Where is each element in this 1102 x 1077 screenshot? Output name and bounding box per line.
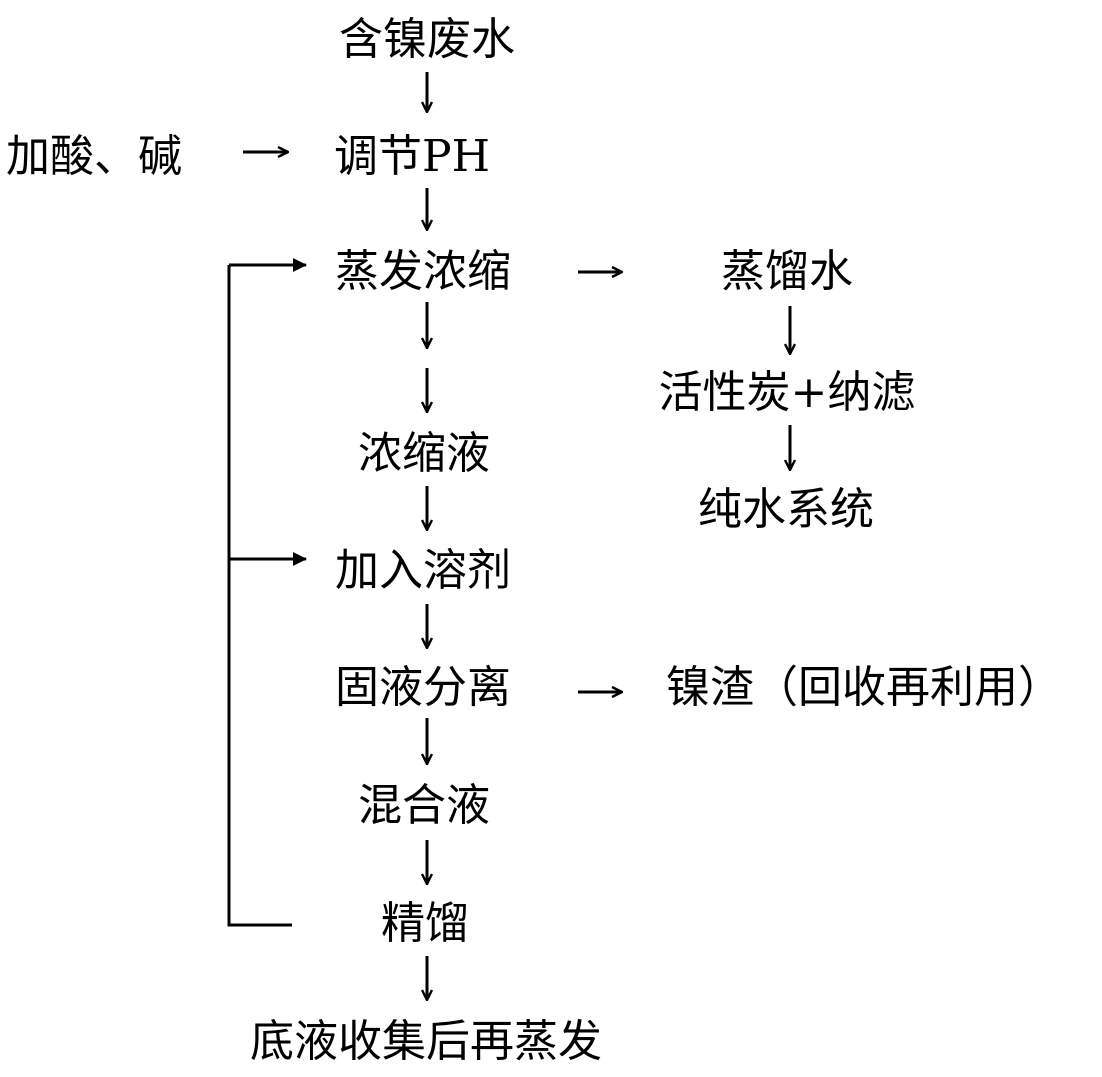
node-nickel-residue-recycle: 镍渣（回收再利用）: [666, 662, 1062, 713]
node-pure-water-system: 纯水系统: [698, 484, 874, 535]
node-mixed-liquid: 混合液: [358, 780, 490, 831]
node-concentrate: 浓缩液: [358, 428, 490, 479]
node-add-acid-base: 加酸、碱: [6, 131, 182, 182]
node-bottoms-re-evaporate: 底液收集后再蒸发: [250, 1016, 602, 1067]
node-evaporation-concentration: 蒸发浓缩: [335, 246, 511, 297]
recycle-loop-line: [227, 265, 292, 927]
node-adjust-ph: 调节PH: [334, 131, 490, 182]
node-rectification: 精馏: [381, 898, 469, 949]
node-activated-carbon-nanofiltration: 活性炭+纳滤: [658, 367, 916, 418]
node-add-solvent: 加入溶剂: [335, 545, 511, 596]
node-distilled-water: 蒸馏水: [721, 246, 853, 297]
node-nickel-wastewater: 含镍废水: [339, 14, 515, 65]
node-solid-liquid-separation: 固液分离: [335, 662, 511, 713]
